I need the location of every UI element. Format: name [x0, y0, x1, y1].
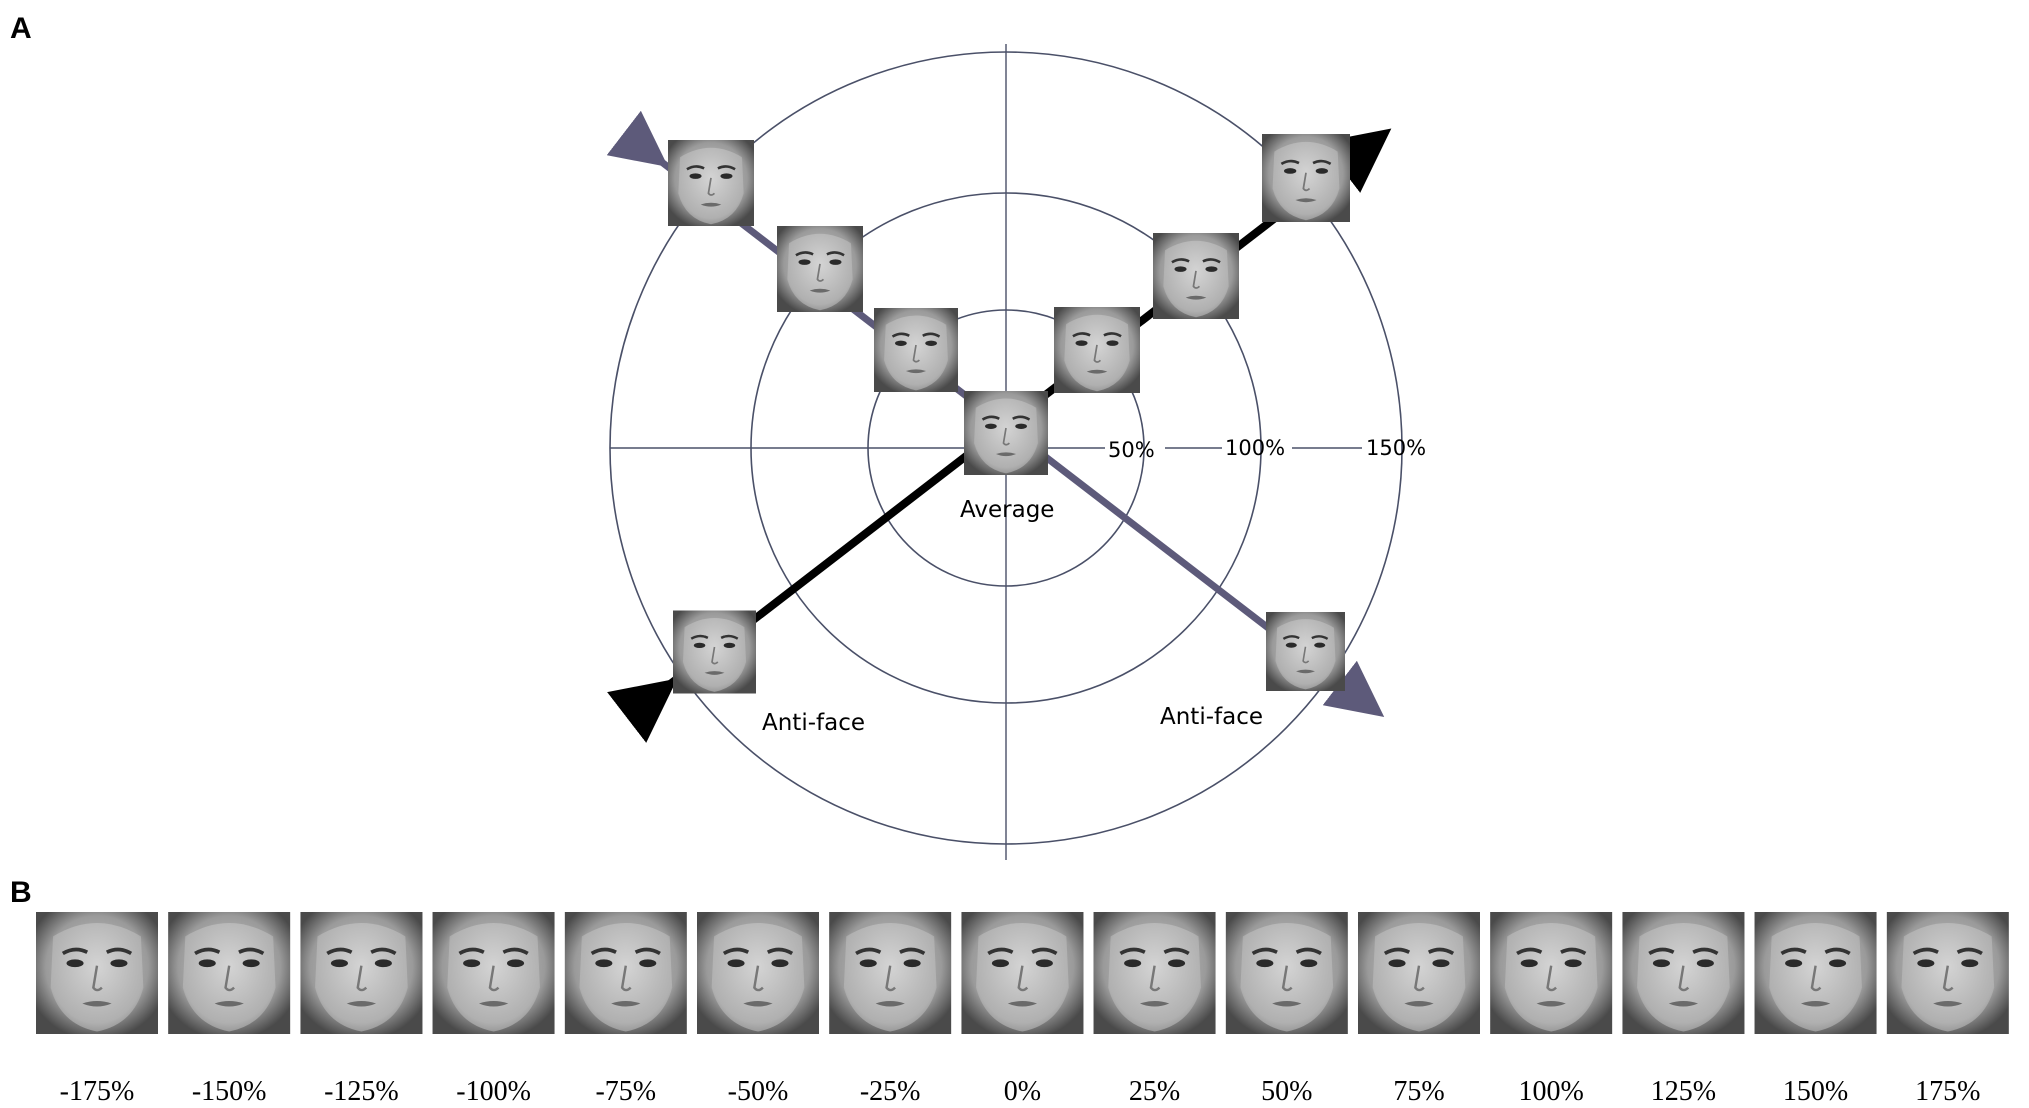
- strip-face: [961, 912, 1083, 1034]
- strip-label: -100%: [456, 1076, 531, 1107]
- face-black-100: [1153, 231, 1239, 321]
- strip-label: -75%: [595, 1076, 656, 1107]
- caption-anti-face-left: Anti-face: [762, 710, 865, 736]
- morph-strip: -175% -150% -125% -100% -75% -50% -25% 0% 25% 50%…: [36, 912, 2009, 1107]
- strip-label: -25%: [860, 1076, 921, 1107]
- strip-face: [1887, 912, 2009, 1034]
- caption-average: Average: [960, 497, 1054, 523]
- strip-label: 75%: [1393, 1076, 1444, 1107]
- ring-label-50: 50%: [1108, 438, 1155, 462]
- ring-label-150: 150%: [1366, 436, 1426, 460]
- strip-label: 50%: [1261, 1076, 1312, 1107]
- strip-label: 150%: [1783, 1076, 1848, 1107]
- strip-label: -150%: [192, 1076, 267, 1107]
- strip-label: -175%: [60, 1076, 135, 1107]
- strip-face: [697, 912, 819, 1034]
- face-black-50: [1054, 305, 1140, 395]
- face-black-150: [1262, 132, 1350, 224]
- face-purple-100: [777, 224, 863, 314]
- strip-label: 125%: [1651, 1076, 1716, 1107]
- strip-face: [433, 912, 555, 1034]
- strip-face: [1622, 912, 1744, 1034]
- strip-label: -50%: [728, 1076, 789, 1107]
- strip-face: [1755, 912, 1877, 1034]
- strip-face: [1490, 912, 1612, 1034]
- strip-face: [1094, 912, 1216, 1034]
- ring-label-100: 100%: [1225, 436, 1285, 460]
- strip-face: [1358, 912, 1480, 1034]
- strip-label: 175%: [1915, 1076, 1980, 1107]
- strip-face: [168, 912, 290, 1034]
- strip-label: 100%: [1519, 1076, 1584, 1107]
- strip-face: [300, 912, 422, 1034]
- strip-label: -125%: [324, 1076, 399, 1107]
- strip-face: [36, 912, 158, 1034]
- face-average: [964, 389, 1048, 477]
- panel-label-b: B: [10, 876, 32, 909]
- caption-anti-face-right: Anti-face: [1160, 704, 1263, 730]
- strip-face: [565, 912, 687, 1034]
- strip-face: [1226, 912, 1348, 1034]
- face-anti-left: [673, 609, 756, 695]
- face-purple-50: [874, 306, 958, 394]
- face-anti-right: [1266, 610, 1345, 693]
- face-purple-150: [668, 138, 754, 228]
- strip-label: 25%: [1129, 1076, 1180, 1107]
- panel-label-a: A: [10, 12, 32, 45]
- strip-face: [829, 912, 951, 1034]
- strip-label: 0%: [1004, 1076, 1041, 1107]
